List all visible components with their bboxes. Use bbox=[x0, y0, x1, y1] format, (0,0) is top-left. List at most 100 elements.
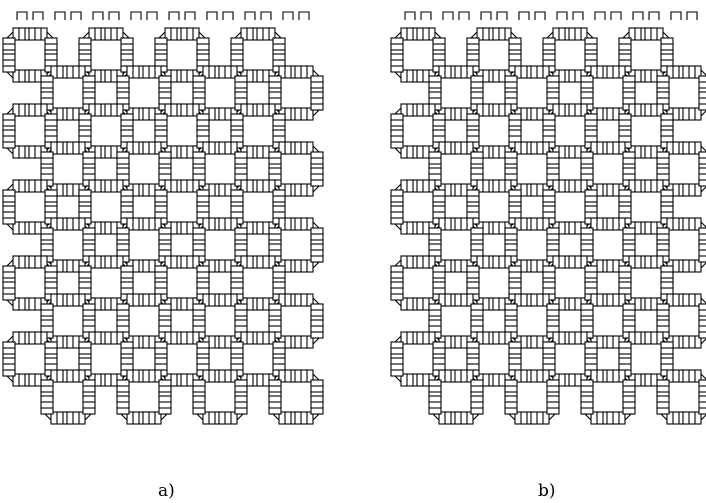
ring-connector bbox=[546, 303, 560, 323]
connector-body bbox=[504, 303, 518, 323]
connector-body bbox=[158, 379, 172, 399]
ring-connector bbox=[234, 303, 248, 323]
ring-connector bbox=[660, 37, 674, 57]
connector-body bbox=[256, 255, 276, 269]
ring-connector bbox=[454, 217, 474, 231]
connector-body bbox=[180, 255, 200, 269]
connector-body bbox=[492, 255, 512, 269]
connector-body bbox=[622, 151, 636, 171]
connector-body bbox=[116, 227, 130, 247]
stub-outline bbox=[92, 11, 104, 20]
ring-connector bbox=[476, 255, 496, 269]
edge-stub bbox=[458, 11, 470, 20]
connector-body bbox=[428, 379, 442, 399]
ring-connector bbox=[428, 303, 442, 323]
ring-connector bbox=[154, 341, 168, 361]
ring-connector bbox=[218, 293, 238, 307]
ring-connector bbox=[88, 331, 108, 345]
ring-connector bbox=[104, 255, 124, 269]
ring-connector bbox=[660, 189, 674, 209]
ring-connector bbox=[82, 379, 96, 399]
connector-body bbox=[294, 411, 314, 425]
ring-connector bbox=[82, 303, 96, 323]
stub-outline bbox=[458, 11, 470, 20]
ring-connector bbox=[530, 411, 550, 425]
connector-body bbox=[44, 113, 58, 133]
connector-body bbox=[50, 217, 70, 231]
connector-body bbox=[584, 37, 598, 57]
connector-body bbox=[120, 265, 134, 285]
ring-connector bbox=[2, 341, 16, 361]
connector-body bbox=[272, 189, 286, 209]
ring-connector bbox=[158, 75, 172, 95]
connector-body bbox=[40, 75, 54, 95]
ring-connector bbox=[470, 395, 484, 415]
connector-body bbox=[390, 205, 404, 225]
stub-outline bbox=[260, 11, 272, 20]
connector-body bbox=[618, 37, 632, 57]
ring-connector bbox=[492, 103, 512, 117]
connector-body bbox=[530, 217, 550, 231]
ring-inner bbox=[627, 112, 665, 150]
connector-body bbox=[682, 293, 702, 307]
connector-body bbox=[142, 293, 162, 307]
ring-inner bbox=[475, 188, 513, 226]
ring-connector bbox=[202, 411, 222, 425]
ring-connector bbox=[40, 395, 54, 415]
edge-stub bbox=[648, 11, 660, 20]
connector-body bbox=[682, 65, 702, 79]
connector-body bbox=[622, 303, 636, 323]
ring-connector bbox=[278, 293, 298, 307]
ring-inner bbox=[437, 302, 475, 340]
connector-body bbox=[514, 411, 534, 425]
ring-connector bbox=[88, 179, 108, 193]
ring-connector bbox=[454, 369, 474, 383]
stub-outline bbox=[610, 11, 622, 20]
connector-body bbox=[530, 411, 550, 425]
connector-body bbox=[590, 411, 610, 425]
ring-connector bbox=[622, 303, 636, 323]
ring-connector bbox=[268, 379, 282, 399]
ring-connector bbox=[28, 331, 48, 345]
ring-connector bbox=[142, 411, 162, 425]
stub-outline bbox=[206, 11, 218, 20]
ring-connector bbox=[192, 75, 206, 95]
connector-body bbox=[278, 65, 298, 79]
ring-inner bbox=[239, 264, 277, 302]
stub-outline bbox=[534, 11, 546, 20]
stub-outline bbox=[686, 11, 698, 20]
ring-inner bbox=[125, 302, 163, 340]
connector-body bbox=[432, 341, 446, 361]
connector-body bbox=[660, 37, 674, 57]
ring-connector bbox=[44, 37, 58, 57]
stub-outline bbox=[404, 11, 416, 20]
connector-body bbox=[256, 331, 276, 345]
connector-body bbox=[644, 255, 664, 269]
connector-body bbox=[310, 227, 324, 247]
connector-body bbox=[568, 103, 588, 117]
ring-connector bbox=[454, 65, 474, 79]
ring-connector bbox=[126, 293, 146, 307]
ring-inner bbox=[513, 226, 551, 264]
ring-connector bbox=[568, 331, 588, 345]
ring-connector bbox=[644, 103, 664, 117]
ring-connector bbox=[628, 255, 648, 269]
ring-connector bbox=[192, 227, 206, 247]
ring-inner bbox=[475, 264, 513, 302]
ring-connector bbox=[120, 189, 134, 209]
connector-body bbox=[294, 335, 314, 349]
ring-inner bbox=[589, 378, 627, 416]
ring-inner bbox=[589, 74, 627, 112]
connector-body bbox=[466, 37, 480, 57]
connector-body bbox=[438, 65, 458, 79]
connector-body bbox=[88, 179, 108, 193]
ring-connector bbox=[622, 395, 636, 415]
connector-body bbox=[40, 303, 54, 323]
connector-body bbox=[698, 395, 706, 415]
ring-connector bbox=[196, 265, 210, 285]
ring-connector bbox=[180, 255, 200, 269]
connector-body bbox=[416, 179, 436, 193]
connector-body bbox=[618, 189, 632, 209]
caption-panel-a: a) bbox=[158, 481, 175, 501]
connector-body bbox=[268, 151, 282, 171]
